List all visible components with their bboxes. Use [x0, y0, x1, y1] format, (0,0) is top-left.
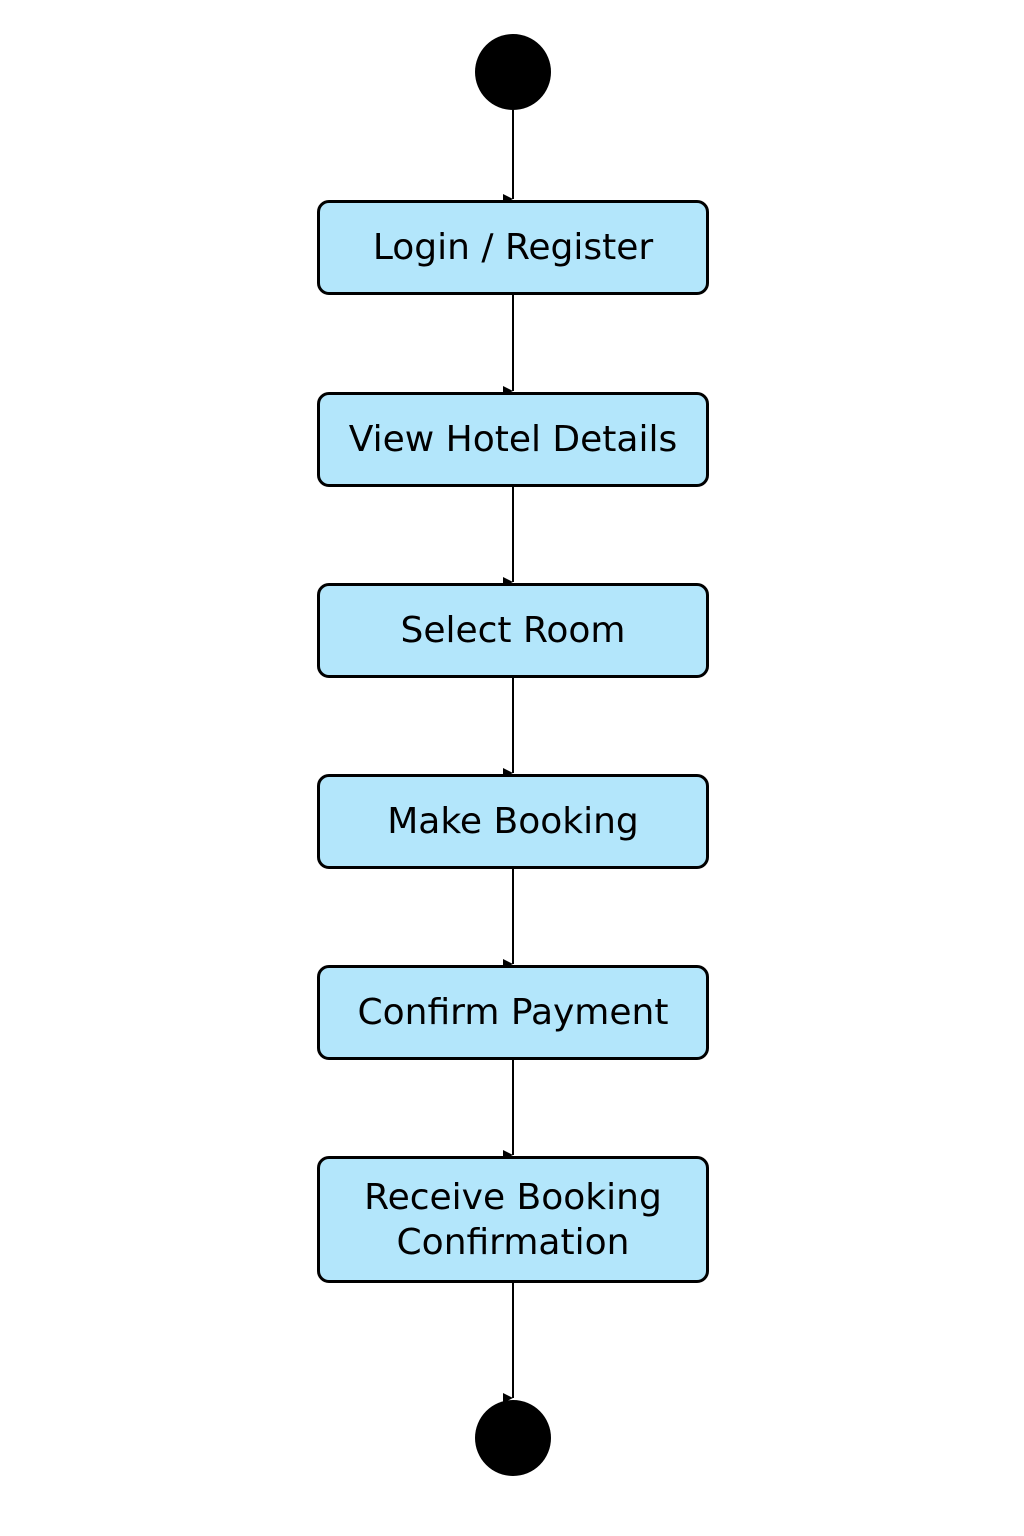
- step-confirm-payment: Confirm Payment: [317, 965, 709, 1060]
- step-view-hotel-details: View Hotel Details: [317, 392, 709, 487]
- step-receive-booking-confirmation: Receive Booking Confirmation: [317, 1156, 709, 1283]
- step-label-make-booking: Make Booking: [387, 801, 639, 842]
- step-select-room: Select Room: [317, 583, 709, 678]
- end-node: [475, 1400, 551, 1476]
- step-label-select-room: Select Room: [400, 610, 626, 651]
- step-label-view-hotel-details: View Hotel Details: [348, 419, 678, 460]
- step-label-login-register: Login / Register: [372, 227, 654, 268]
- step-label-receive-booking-confirmation: Receive Booking Confirmation: [364, 1176, 662, 1263]
- step-make-booking: Make Booking: [317, 774, 709, 869]
- step-label-confirm-payment: Confirm Payment: [357, 992, 669, 1033]
- start-node: [475, 34, 551, 110]
- step-login-register: Login / Register: [317, 200, 709, 295]
